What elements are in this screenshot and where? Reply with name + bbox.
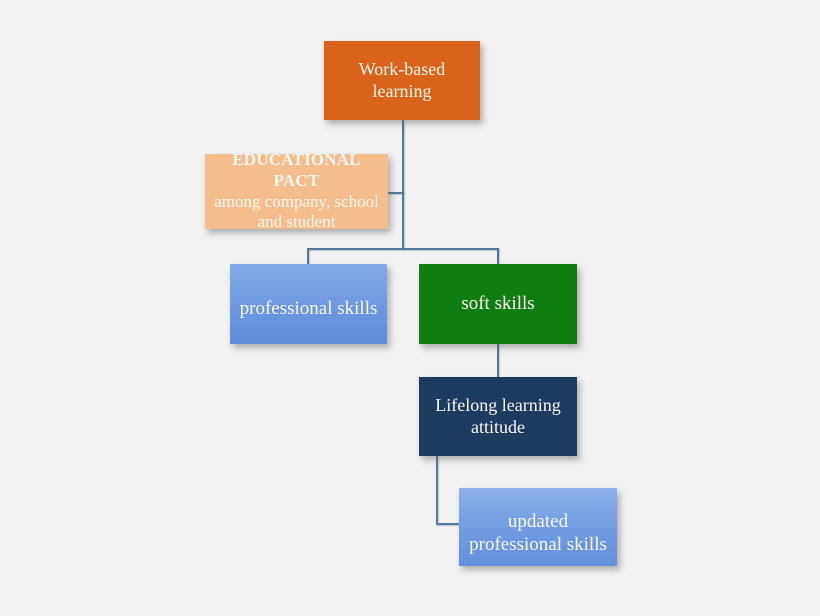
connector-split-to-softskills bbox=[497, 248, 499, 265]
node-work-based-learning: Work-based learning bbox=[324, 41, 480, 120]
node-soft-skills-label: soft skills bbox=[461, 293, 535, 315]
connector-pact-to-trunk bbox=[388, 192, 404, 194]
connector-split-to-professional bbox=[307, 248, 309, 265]
node-lifelong-learning-attitude-label: Lifelong learning attitude bbox=[435, 394, 561, 437]
connector-elbow-to-updated bbox=[436, 523, 460, 525]
node-educational-pact: EDUCATIONAL PACT among company, school a… bbox=[205, 150, 388, 231]
node-updated-professional-skills: updated professional skills bbox=[459, 488, 617, 566]
connector-workbased-to-split bbox=[402, 120, 404, 249]
connector-softskills-to-lifelong bbox=[497, 344, 499, 378]
connector-lifelong-elbow-vertical bbox=[436, 456, 438, 525]
node-soft-skills: soft skills bbox=[419, 264, 577, 344]
node-educational-pact-title: EDUCATIONAL PACT bbox=[232, 150, 361, 190]
node-work-based-learning-label: Work-based learning bbox=[358, 58, 446, 101]
node-professional-skills-label: professional skills bbox=[239, 298, 378, 320]
node-lifelong-learning-attitude: Lifelong learning attitude bbox=[419, 377, 577, 456]
connector-split-horizontal-bar bbox=[307, 248, 499, 250]
node-professional-skills: professional skills bbox=[230, 264, 387, 344]
node-updated-professional-skills-label: updated professional skills bbox=[469, 510, 607, 555]
node-educational-pact-subtitle: among company, school and student bbox=[214, 191, 379, 232]
